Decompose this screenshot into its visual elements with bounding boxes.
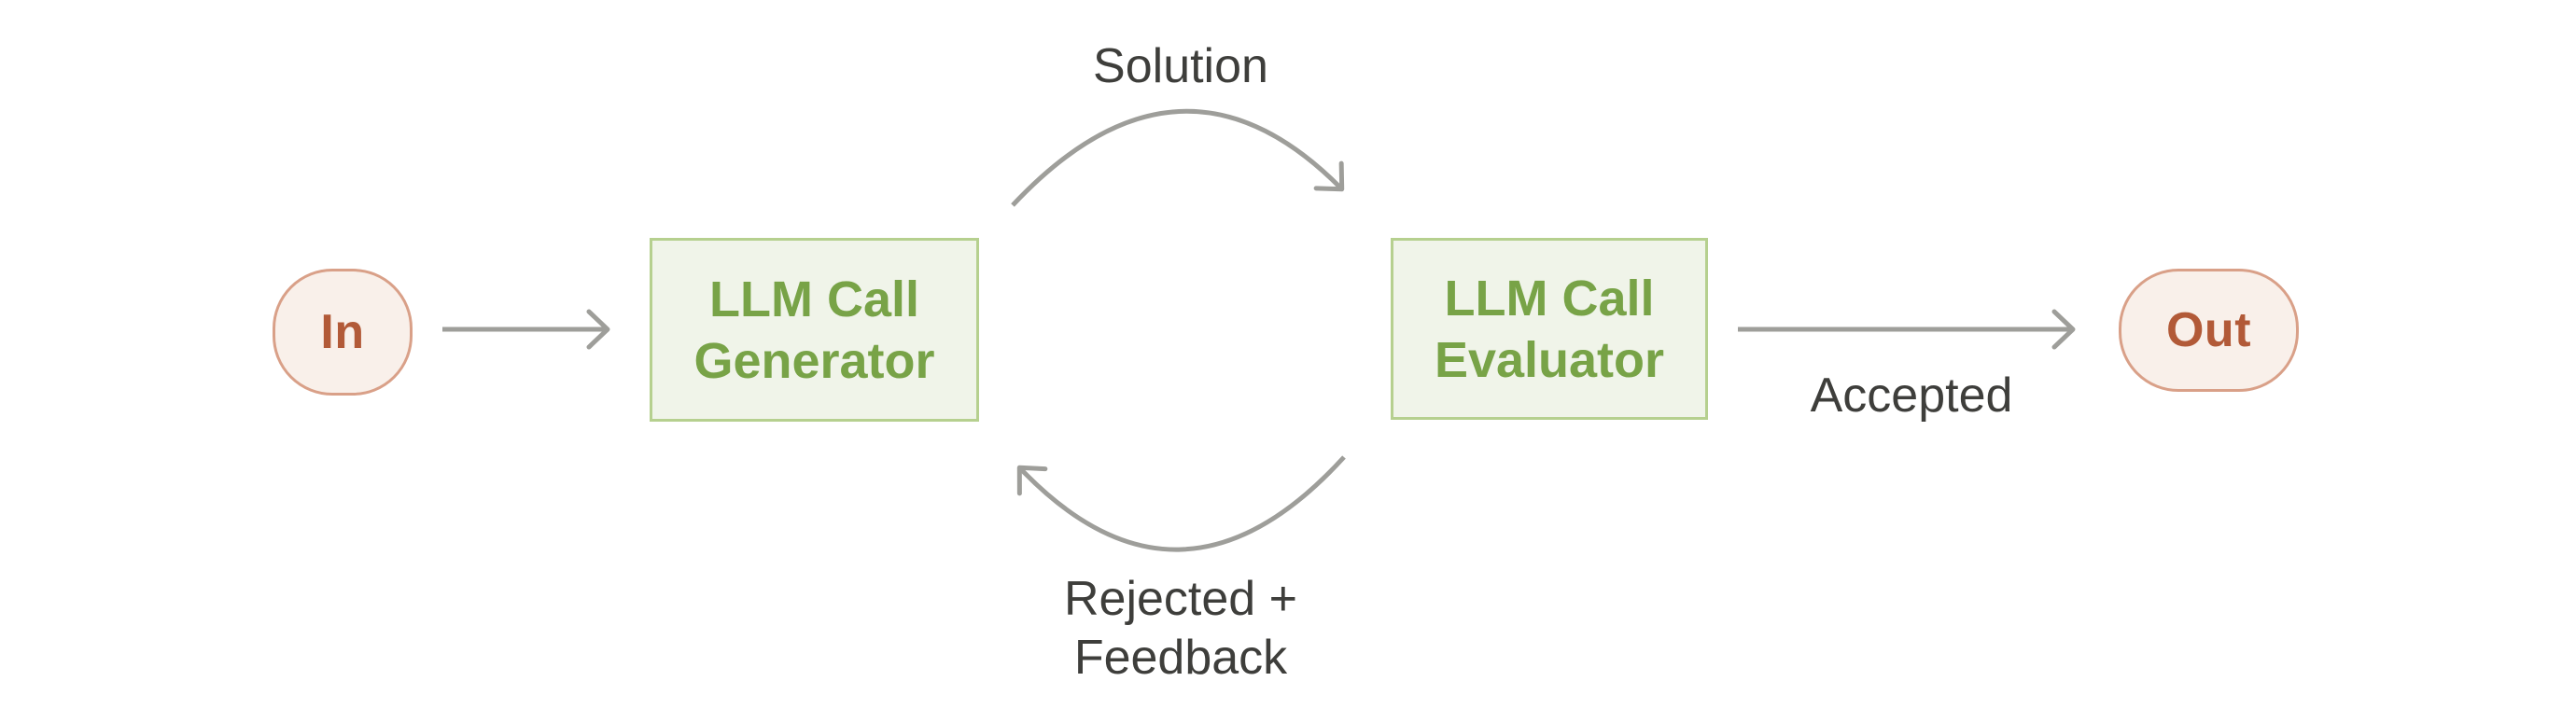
input-node-label: In xyxy=(320,305,365,359)
generator-label-line2: Generator xyxy=(693,332,935,389)
accepted-label: Accepted xyxy=(1810,368,2013,423)
rejected-feedback-label-line2: Feedback xyxy=(1073,631,1288,685)
rejected-feedback-arrow xyxy=(1016,455,1346,552)
solution-arrow xyxy=(1011,108,1345,207)
generator-label-line1: LLM Call xyxy=(709,271,919,327)
evaluator-label-line2: Evaluator xyxy=(1434,331,1665,388)
llm-call-evaluator-node: LLM Call Evaluator xyxy=(1391,238,1708,420)
input-node: In xyxy=(273,269,413,396)
rejected-feedback-label-line1: Rejected + xyxy=(1063,572,1298,626)
llm-call-generator-node: LLM Call Generator xyxy=(650,238,979,422)
output-node-label: Out xyxy=(2165,303,2252,357)
output-node: Out xyxy=(2119,269,2299,392)
evaluator-label-line1: LLM Call xyxy=(1444,270,1655,327)
rejected-feedback-label: Rejected + Feedback xyxy=(947,570,1414,688)
solution-label: Solution xyxy=(1093,39,1268,93)
